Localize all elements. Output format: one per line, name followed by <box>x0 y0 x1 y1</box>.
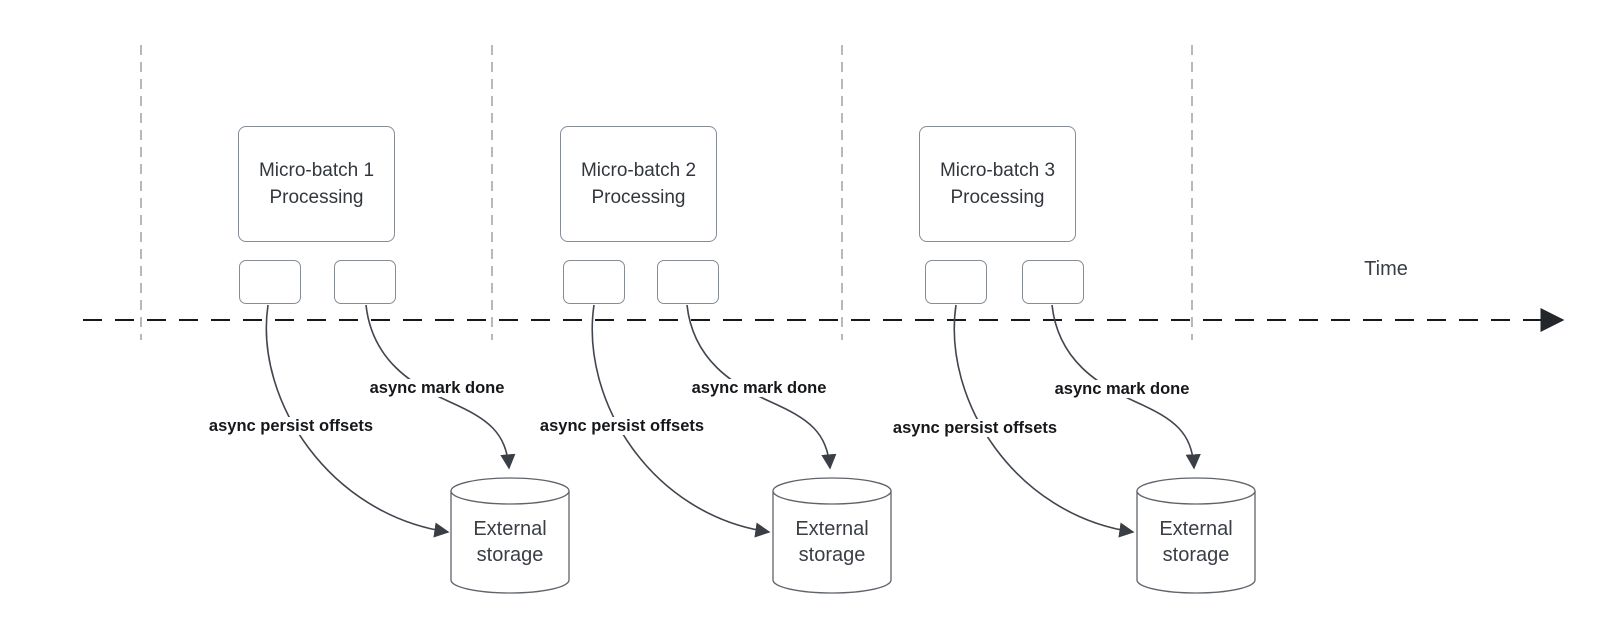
microbatch-1-label: Micro-batch 1 Processing <box>258 160 375 208</box>
persist-offsets-label-2: async persist offsets <box>536 417 708 435</box>
mark-done-arrow-3 <box>1051 304 1201 470</box>
persist-offsets-arrow-3 <box>953 304 1135 538</box>
persist-task-box-1 <box>239 260 301 304</box>
persist-offsets-arrow-2 <box>591 304 771 538</box>
external-storage-label-3: External storage <box>1159 518 1233 566</box>
microbatch-1-processing-box: Micro-batch 1 Processing <box>238 126 395 242</box>
mark-done-task-box-2 <box>657 260 719 304</box>
external-storage-label-2: External storage <box>795 518 869 566</box>
microbatch-3-label: Micro-batch 3 Processing <box>939 160 1056 208</box>
persist-task-box-3 <box>925 260 987 304</box>
mark-done-label-3: async mark done <box>1051 380 1193 398</box>
microbatch-2-processing-box: Micro-batch 2 Processing <box>560 126 717 242</box>
microbatch-2-label: Micro-batch 2 Processing <box>580 160 697 208</box>
external-storage-cylinder-2 <box>772 477 892 594</box>
time-axis-label: Time <box>1364 258 1408 280</box>
mark-done-task-box-3 <box>1022 260 1084 304</box>
external-storage-cylinder-3 <box>1136 477 1256 594</box>
mark-done-task-box-1 <box>334 260 396 304</box>
persist-offsets-arrow-1 <box>265 304 450 538</box>
mark-done-label-1: async mark done <box>366 379 508 397</box>
persist-offsets-label-1: async persist offsets <box>205 417 377 435</box>
external-storage-label-1: External storage <box>473 518 547 566</box>
microbatch-3-processing-box: Micro-batch 3 Processing <box>919 126 1076 242</box>
persist-offsets-label-3: async persist offsets <box>889 419 1061 437</box>
persist-task-box-2 <box>563 260 625 304</box>
mark-done-arrow-1 <box>365 304 516 470</box>
external-storage-cylinder-1 <box>450 477 570 594</box>
mark-done-label-2: async mark done <box>688 379 830 397</box>
mark-done-arrow-2 <box>686 304 837 470</box>
